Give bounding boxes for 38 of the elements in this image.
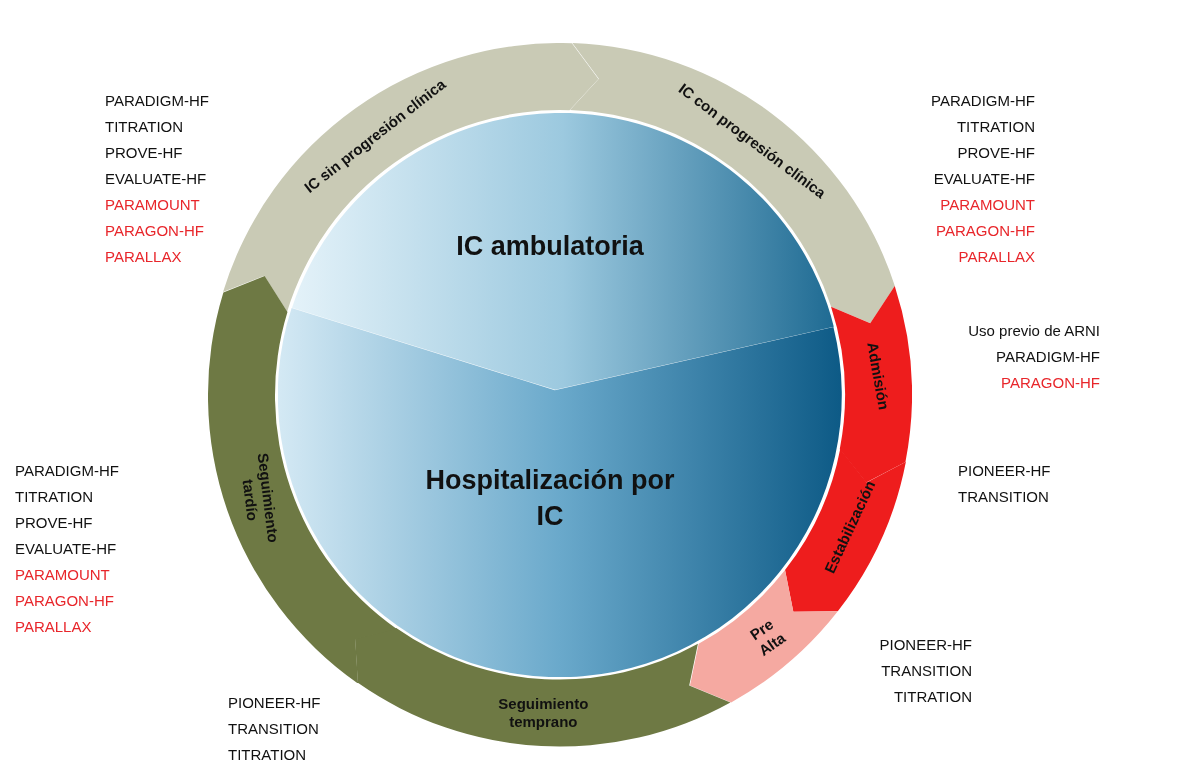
trial-name: PROVE-HF	[15, 513, 94, 533]
trial-name: PIONEER-HF	[228, 693, 321, 713]
trial-name: Uso previo de ARNI	[968, 321, 1100, 341]
trial-name: TITRATION	[228, 745, 308, 765]
trial-name: TRANSITION	[958, 487, 1050, 507]
trial-name: EVALUATE-HF	[15, 539, 118, 559]
trial-name: PARADIGM-HF	[931, 91, 1035, 111]
trial-name: PARADIGM-HF	[15, 461, 119, 481]
trial-name: TITRATION	[955, 117, 1035, 137]
section-title: IC ambulatoria	[455, 230, 645, 263]
trial-name: PARAGON-HF	[1000, 373, 1100, 393]
segment-label: Seguimiento tardío	[238, 450, 284, 546]
segment-label: Seguimiento temprano	[497, 695, 590, 732]
trial-name: EVALUATE-HF	[932, 169, 1035, 189]
trial-name: PARAMOUNT	[15, 565, 111, 585]
trial-name: PARALLAX	[15, 617, 93, 637]
trial-name: EVALUATE-HF	[105, 169, 208, 189]
trial-name: PARAGON-HF	[15, 591, 115, 611]
segment-label: Admisión	[863, 339, 894, 413]
trial-name: PROVE-HF	[956, 143, 1035, 163]
trial-name: PIONEER-HF	[958, 461, 1051, 481]
trial-name: TRANSITION	[228, 719, 320, 739]
trial-name: PARALLAX	[957, 247, 1035, 267]
trial-name: PARAMOUNT	[939, 195, 1035, 215]
section-title: Hospitalización por IC	[424, 464, 676, 533]
trial-name: PARAMOUNT	[105, 195, 201, 215]
trial-name: PIONEER-HF	[879, 635, 972, 655]
trial-name: TRANSITION	[880, 661, 972, 681]
trial-name: PARAGON-HF	[105, 221, 205, 241]
trial-name: TITRATION	[892, 687, 972, 707]
trial-name: TITRATION	[15, 487, 95, 507]
trial-name: PARADIGM-HF	[995, 347, 1100, 367]
trial-name: TITRATION	[105, 117, 185, 137]
trial-name: PARALLAX	[105, 247, 183, 267]
trial-name: PARADIGM-HF	[105, 91, 209, 111]
trial-name: PROVE-HF	[105, 143, 184, 163]
trial-name: PARAGON-HF	[935, 221, 1035, 241]
segment-label: Pre Alta	[745, 614, 790, 662]
